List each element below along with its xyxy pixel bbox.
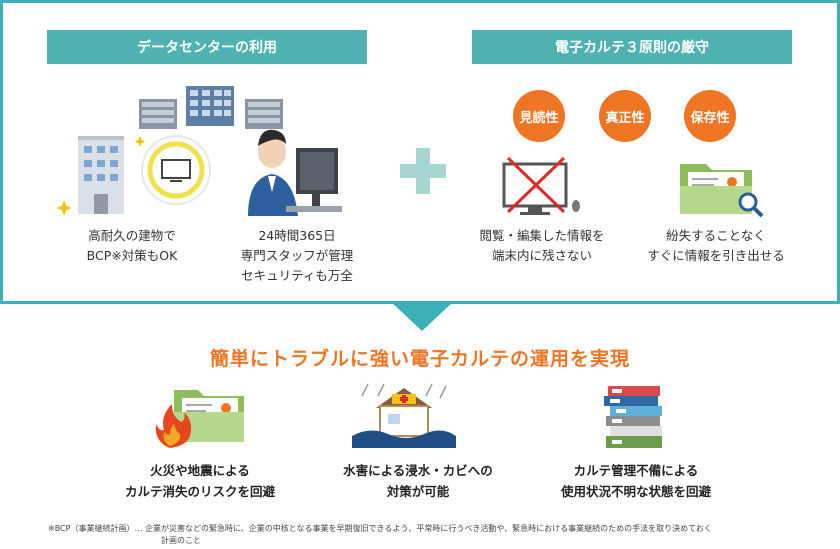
flooded-house-icon: [352, 383, 456, 448]
terminal-caption-line2: 端末内に残さない: [491, 248, 592, 263]
down-arrow-icon: [390, 301, 454, 331]
terminal-caption-line1: 閲覧・編集した情報を: [479, 228, 605, 243]
plus-icon: [400, 148, 446, 194]
bcp-footnote: ※BCP（事業継続計画）… 企業が災害などの緊急時に、企業の中核となる事業を早期…: [48, 523, 808, 547]
server-rack-icon: [245, 99, 283, 129]
principle-readability: 見読性: [513, 90, 565, 142]
three-principles-header: 電子カルテ３原則の厳守: [472, 30, 792, 64]
fire-folder-icon: [155, 390, 244, 448]
staff-caption-line3: セキュリティも万全: [241, 268, 353, 283]
folder-caption-line1: 紛失することなく: [666, 228, 766, 243]
footnote-line1: ※BCP（事業継続計画）… 企業が災害などの緊急時に、企業の中核となる事業を早期…: [48, 524, 712, 533]
staff-at-computer-icon: [248, 129, 342, 216]
staff-caption: 24時間365日 専門スタッフが管理 セキュリティも万全: [222, 226, 372, 286]
crossed-monitor-icon: [502, 156, 580, 215]
terminal-caption: 閲覧・編集した情報を 端末内に残さない: [468, 226, 616, 266]
building-caption-line2: BCP※対策もOK: [86, 248, 178, 263]
benefit-management: カルテ管理不備による 使用状況不明な状態を回避: [534, 460, 738, 502]
footnote-line2: 計画のこと: [161, 536, 201, 545]
principle-authenticity: 真正性: [599, 90, 651, 142]
folder-search-icon: [680, 164, 764, 218]
benefit-management-line2: 使用状況不明な状態を回避: [560, 484, 711, 499]
benefit-management-line1: カルテ管理不備による: [573, 463, 699, 478]
building-caption-line1: 高耐久の建物で: [88, 228, 176, 243]
staff-caption-line2: 専門スタッフが管理: [240, 248, 354, 263]
principle-preservation: 保存性: [684, 90, 736, 142]
benefit-flood-line2: 対策が可能: [386, 484, 450, 499]
stacked-files-icon: [604, 386, 662, 448]
benefit-flood: 水害による浸水・カビへの 対策が可能: [318, 460, 518, 502]
server-rack-icon: [139, 99, 177, 129]
building-caption: 高耐久の建物で BCP※対策もOK: [62, 226, 202, 266]
benefit-fire: 火災や地震による カルテ消失のリスクを回避: [100, 460, 300, 502]
folder-caption: 紛失することなく すぐに情報を引き出せる: [634, 226, 798, 266]
headline: 簡単にトラブルに強い電子カルテの運用を実現: [209, 348, 630, 370]
durable-building-icon: [56, 135, 211, 216]
benefit-fire-line1: 火災や地震による: [150, 463, 250, 478]
folder-caption-line2: すぐに情報を引き出せる: [647, 248, 785, 263]
staff-caption-line1: 24時間365日: [258, 228, 336, 243]
data-center-header: データセンターの利用: [47, 30, 367, 64]
benefit-fire-line2: カルテ消失のリスクを回避: [124, 484, 275, 499]
benefit-flood-line1: 水害による浸水・カビへの: [343, 463, 493, 478]
office-building-icon: [186, 86, 234, 126]
